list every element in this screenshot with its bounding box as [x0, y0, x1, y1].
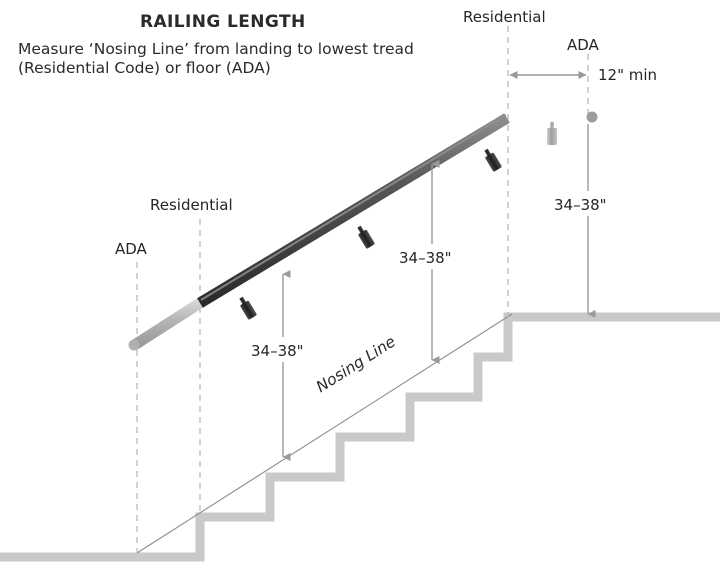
bracket — [484, 148, 502, 172]
residential-label-left: Residential — [150, 196, 233, 214]
page-subtitle: Measure ‘Nosing Line’ from landing to lo… — [18, 40, 414, 78]
height-dimension-label-a: 34–38" — [251, 342, 304, 360]
handrail — [128, 111, 598, 351]
page-title: RAILING LENGTH — [140, 12, 306, 32]
bracket — [357, 225, 375, 249]
handrail-lower-segment — [130, 295, 209, 350]
bracket — [239, 296, 257, 320]
handrail-lower-end-cap — [128, 339, 140, 351]
handrail-right-end-cap — [586, 111, 598, 123]
handrail-brackets — [239, 122, 557, 320]
height-dimension-label-c: 34–38" — [554, 196, 607, 214]
handrail-sloped-segment — [197, 113, 510, 308]
ada-label-top: ADA — [567, 36, 599, 54]
nosing-line-graphic — [136, 313, 513, 554]
residential-label-top: Residential — [463, 8, 546, 26]
ada-label-left: ADA — [115, 240, 147, 258]
dimension-arrows — [282, 71, 596, 461]
reference-lines — [136, 26, 589, 556]
bracket — [547, 122, 557, 145]
height-dimension-label-b: 34–38" — [399, 249, 452, 267]
extension-dimension-label: 12" min — [598, 66, 658, 84]
stair-profile — [0, 312, 720, 562]
